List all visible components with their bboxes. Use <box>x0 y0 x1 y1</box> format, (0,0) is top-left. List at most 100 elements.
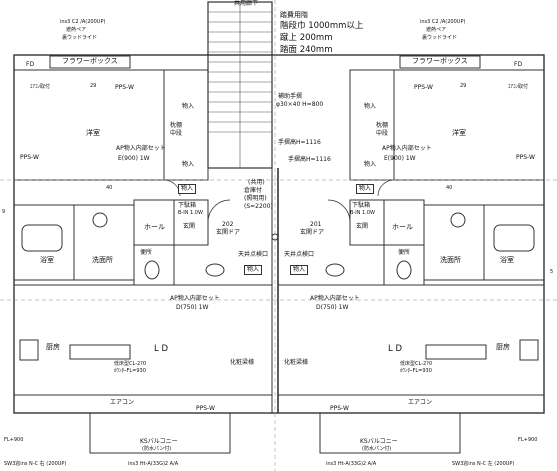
top-label: 共用廊下 <box>234 0 259 7</box>
left-bath <box>13 204 75 281</box>
mark-40-b: 40 <box>446 185 453 191</box>
meter-3: (S=2200) <box>244 203 273 210</box>
right-kitchen-sys-2: ｶｳﾝﾀｰFL=930 <box>400 368 432 374</box>
right-kitchen-label: 厨房 <box>496 343 510 351</box>
left-washroom-label: 洗面所 <box>92 256 113 264</box>
right-flowerbox <box>399 55 481 69</box>
right-ap-set-size: E(900) 1W <box>384 155 416 162</box>
right-pps-3: PPS-W <box>330 405 349 412</box>
meter-1: 倉庫付 <box>244 187 263 194</box>
left-storage-2: 物入 <box>182 161 195 168</box>
right-bottom-2: SW3窓ins N-C 左 (200UP) <box>452 461 515 467</box>
left-shoe-size: B-IN 1.0W <box>178 210 203 216</box>
left-entry-door-swing <box>207 199 231 223</box>
right-balcony <box>319 412 461 454</box>
right-pps: PPS-W <box>414 84 433 91</box>
right-sink <box>325 263 345 277</box>
left-door-label: 玄関ドア <box>216 229 241 236</box>
right-toilet-label: 便所 <box>398 249 411 256</box>
left-bath-label: 浴室 <box>40 256 54 264</box>
right-kitchen-counter <box>425 344 487 360</box>
right-washroom <box>423 204 485 281</box>
right-toilet-bowl <box>396 260 412 280</box>
left-spec-2: 遮熱ペア <box>66 27 87 33</box>
right-middle-shelf: 中段 <box>376 130 389 137</box>
left-washroom <box>73 204 135 281</box>
left-pps: PPS-W <box>115 84 134 91</box>
right-bottom-1: ins3 Ht-A(33G)2 A/A <box>326 461 377 467</box>
left-balcony-note: (防水パン付) <box>142 446 172 452</box>
left-spec-3: 裏ウッドライド <box>62 35 98 41</box>
left-washbasin <box>92 212 108 228</box>
left-balcony-label: KSバルコニー <box>140 438 178 445</box>
stair-note-2: 階段巾 1000mm以上 <box>280 21 364 31</box>
right-fl: FL+900 <box>518 437 538 443</box>
left-flower-box: フラワーボックス <box>62 57 118 65</box>
left-aircon-2: エアコン <box>110 399 135 406</box>
left-fridge <box>19 339 39 361</box>
right-ld <box>277 284 545 396</box>
right-spec-3: 裏ウッドライド <box>422 35 458 41</box>
mark-29-b: 29 <box>460 83 467 89</box>
left-storage-3: 物入 <box>178 184 197 194</box>
right-makeup: 化粧梁様 <box>284 359 309 366</box>
left-ceiling-storage: 天井点検口 <box>238 251 269 258</box>
handrail-label: 補助手摺 <box>278 93 303 100</box>
right-spec-2: 遮熱ペア <box>426 27 447 33</box>
stair-note-4: 踏面 240mm <box>280 45 333 55</box>
left-sink <box>205 263 225 277</box>
left-toilet-bowl <box>144 260 160 280</box>
left-ld <box>13 284 273 396</box>
left-kitchen-sys-1: 低床型CL-2?0 <box>114 361 147 367</box>
right-hall-label: ホール <box>392 223 413 231</box>
left-ap-set-2: AP物入内部セット <box>170 295 220 302</box>
left-flowerbox <box>49 55 131 69</box>
left-hall-label: ホール <box>144 223 165 231</box>
left-entrance <box>173 199 209 246</box>
stair-note-1: 踏費用階 <box>280 11 308 19</box>
handrail-size: φ30×40 H=800 <box>276 101 324 108</box>
left-shoe-box: 下駄箱 <box>178 202 197 209</box>
left-western-room-label: 洋室 <box>86 129 100 137</box>
right-balcony-label: KSバルコニー <box>360 438 398 445</box>
left-aircon: ｴｱｺﾝ取付 <box>30 84 51 90</box>
right-kitchen-sys-1: 低床型CL-2?0 <box>400 361 433 367</box>
left-middle-shelf: 中段 <box>170 130 183 137</box>
left-pps-3: PPS-W <box>196 405 215 412</box>
mark-29-a: 29 <box>90 83 97 89</box>
left-ap-set: AP物入内部セット <box>116 145 166 152</box>
right-ap-set-2: AP物入内部セット <box>310 295 360 302</box>
mark-9: 9 <box>2 209 6 215</box>
handrail-height-2: 手摺高H=1116 <box>288 156 331 163</box>
left-pps-2: PPS-W <box>20 154 39 161</box>
right-washroom-label: 洗面所 <box>440 256 461 264</box>
right-door-no: 201 <box>310 221 322 228</box>
left-storage-1: 物入 <box>182 103 195 110</box>
left-makeup: 化粧梁様 <box>230 359 255 366</box>
left-kitchen-counter <box>69 344 131 360</box>
left-ap-set-size: E(900) 1W <box>118 155 150 162</box>
right-storage-1: 物入 <box>364 103 377 110</box>
right-fridge <box>519 339 539 361</box>
right-shelf: 枕棚 <box>376 122 389 129</box>
right-bath <box>483 204 545 281</box>
left-storage-4: 物入 <box>244 265 263 275</box>
right-bath-label: 浴室 <box>500 256 514 264</box>
right-shoe-box: 下駄箱 <box>352 202 371 209</box>
right-ap-set: AP物入内部セット <box>382 145 432 152</box>
left-shelf: 枕棚 <box>170 122 183 129</box>
left-bathtub <box>21 224 63 252</box>
right-shoe-size: B-IN 1.0W <box>350 210 375 216</box>
left-fl: FL+900 <box>4 437 24 443</box>
right-aircon: ｴｱｺﾝ取付 <box>508 84 529 90</box>
stair-treads <box>208 2 272 168</box>
left-toilet-label: 便所 <box>140 249 153 256</box>
right-door-label: 玄関ドア <box>300 229 325 236</box>
left-balcony <box>89 412 231 454</box>
right-entrance <box>349 199 385 246</box>
right-flower-box: フラワーボックス <box>412 57 468 65</box>
right-washbasin <box>450 212 466 228</box>
left-door-no: 202 <box>222 221 234 228</box>
mark-5: 5 <box>550 269 554 275</box>
left-kitchen-label: 厨房 <box>46 343 60 351</box>
